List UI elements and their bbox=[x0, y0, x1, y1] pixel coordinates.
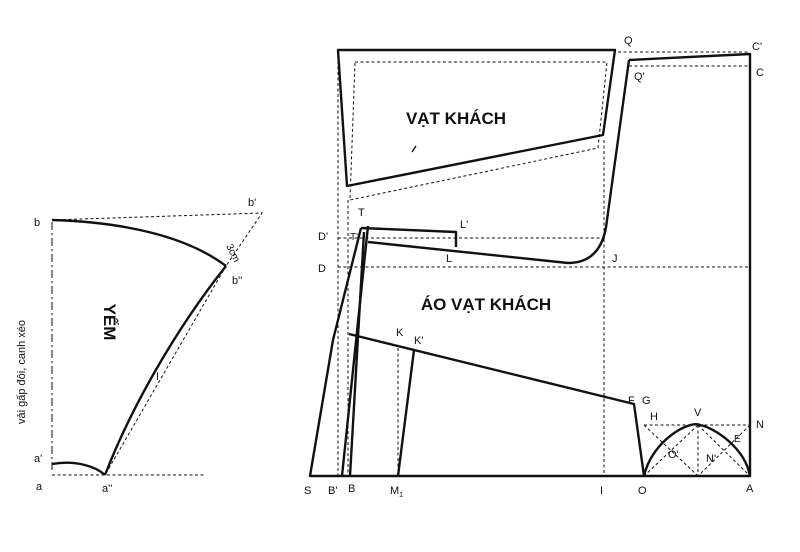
yem-top-curve bbox=[51, 218, 227, 267]
vat-khach-title: VẠT KHÁCH bbox=[406, 109, 506, 128]
yem-measure: 3cm bbox=[223, 242, 241, 264]
ao-pocket-line bbox=[396, 349, 416, 477]
label-M1: M1 bbox=[390, 485, 403, 499]
ao-armhole-curve bbox=[367, 59, 631, 265]
ao-flap-top bbox=[348, 332, 646, 477]
yem-piece: YẾM vải gấp đôi, canh xéo 3cm b b' b'' I… bbox=[16, 197, 263, 495]
label-yem-i: I bbox=[156, 371, 159, 383]
label-C: C bbox=[756, 67, 764, 79]
label-a2: a'' bbox=[102, 483, 112, 495]
label-A: A bbox=[746, 483, 754, 495]
vat-khach-outline bbox=[336, 48, 617, 188]
label-a1: a' bbox=[34, 453, 42, 465]
label-C1: C' bbox=[752, 41, 762, 53]
ao-front-edge-2 bbox=[348, 231, 366, 477]
label-D: D bbox=[318, 263, 326, 275]
vat-khach-inner-guide bbox=[349, 61, 608, 201]
label-a: a bbox=[36, 481, 43, 493]
ao-collar-line bbox=[360, 226, 458, 247]
label-N1: N' bbox=[706, 453, 716, 465]
ao-vat-khach-piece: ÁO VẠT KHÁCH Q C' Q' C T L' D' T' L J D … bbox=[304, 35, 764, 499]
label-F: F bbox=[628, 395, 635, 407]
label-V: V bbox=[694, 407, 702, 419]
label-L1: L' bbox=[460, 219, 468, 231]
label-N: N bbox=[756, 419, 764, 431]
label-b2: b'' bbox=[232, 275, 242, 287]
label-T2: T' bbox=[350, 232, 358, 243]
label-I: I bbox=[600, 485, 603, 497]
ao-outer-outline bbox=[308, 52, 752, 478]
sleeve-construction-lines bbox=[643, 424, 751, 477]
label-B: B bbox=[348, 483, 355, 495]
yem-side-guide bbox=[104, 265, 227, 476]
label-Q: Q bbox=[624, 35, 633, 47]
yem-side-curve bbox=[103, 265, 227, 476]
ao-front-edge bbox=[340, 225, 370, 477]
label-D1: D' bbox=[318, 231, 328, 243]
ao-sleeve-arc bbox=[642, 423, 752, 477]
ao-vat-khach-title: ÁO VẠT KHÁCH bbox=[421, 295, 551, 314]
label-K1: K' bbox=[414, 335, 423, 347]
label-T: T bbox=[358, 207, 365, 219]
yem-bottom-curve bbox=[51, 461, 106, 476]
label-b: b bbox=[34, 217, 40, 229]
label-O1: O' bbox=[668, 449, 679, 461]
label-L: L bbox=[446, 253, 452, 265]
label-Q1: Q' bbox=[634, 71, 645, 83]
vat-khach-mark bbox=[411, 145, 417, 153]
yem-title: YẾM bbox=[100, 304, 119, 341]
label-S: S bbox=[304, 485, 311, 497]
label-B1: B' bbox=[328, 485, 337, 497]
label-b1: b' bbox=[248, 197, 256, 209]
vat-khach-piece: VẠT KHÁCH bbox=[336, 48, 617, 201]
yem-side-note: vải gấp đôi, canh xéo bbox=[16, 320, 28, 424]
label-J: J bbox=[612, 253, 618, 265]
label-G: G bbox=[642, 395, 651, 407]
label-H: H bbox=[650, 411, 658, 423]
yem-top-guide bbox=[51, 212, 263, 267]
label-E: E bbox=[734, 434, 741, 445]
label-K: K bbox=[396, 327, 404, 339]
label-O: O bbox=[638, 485, 647, 497]
